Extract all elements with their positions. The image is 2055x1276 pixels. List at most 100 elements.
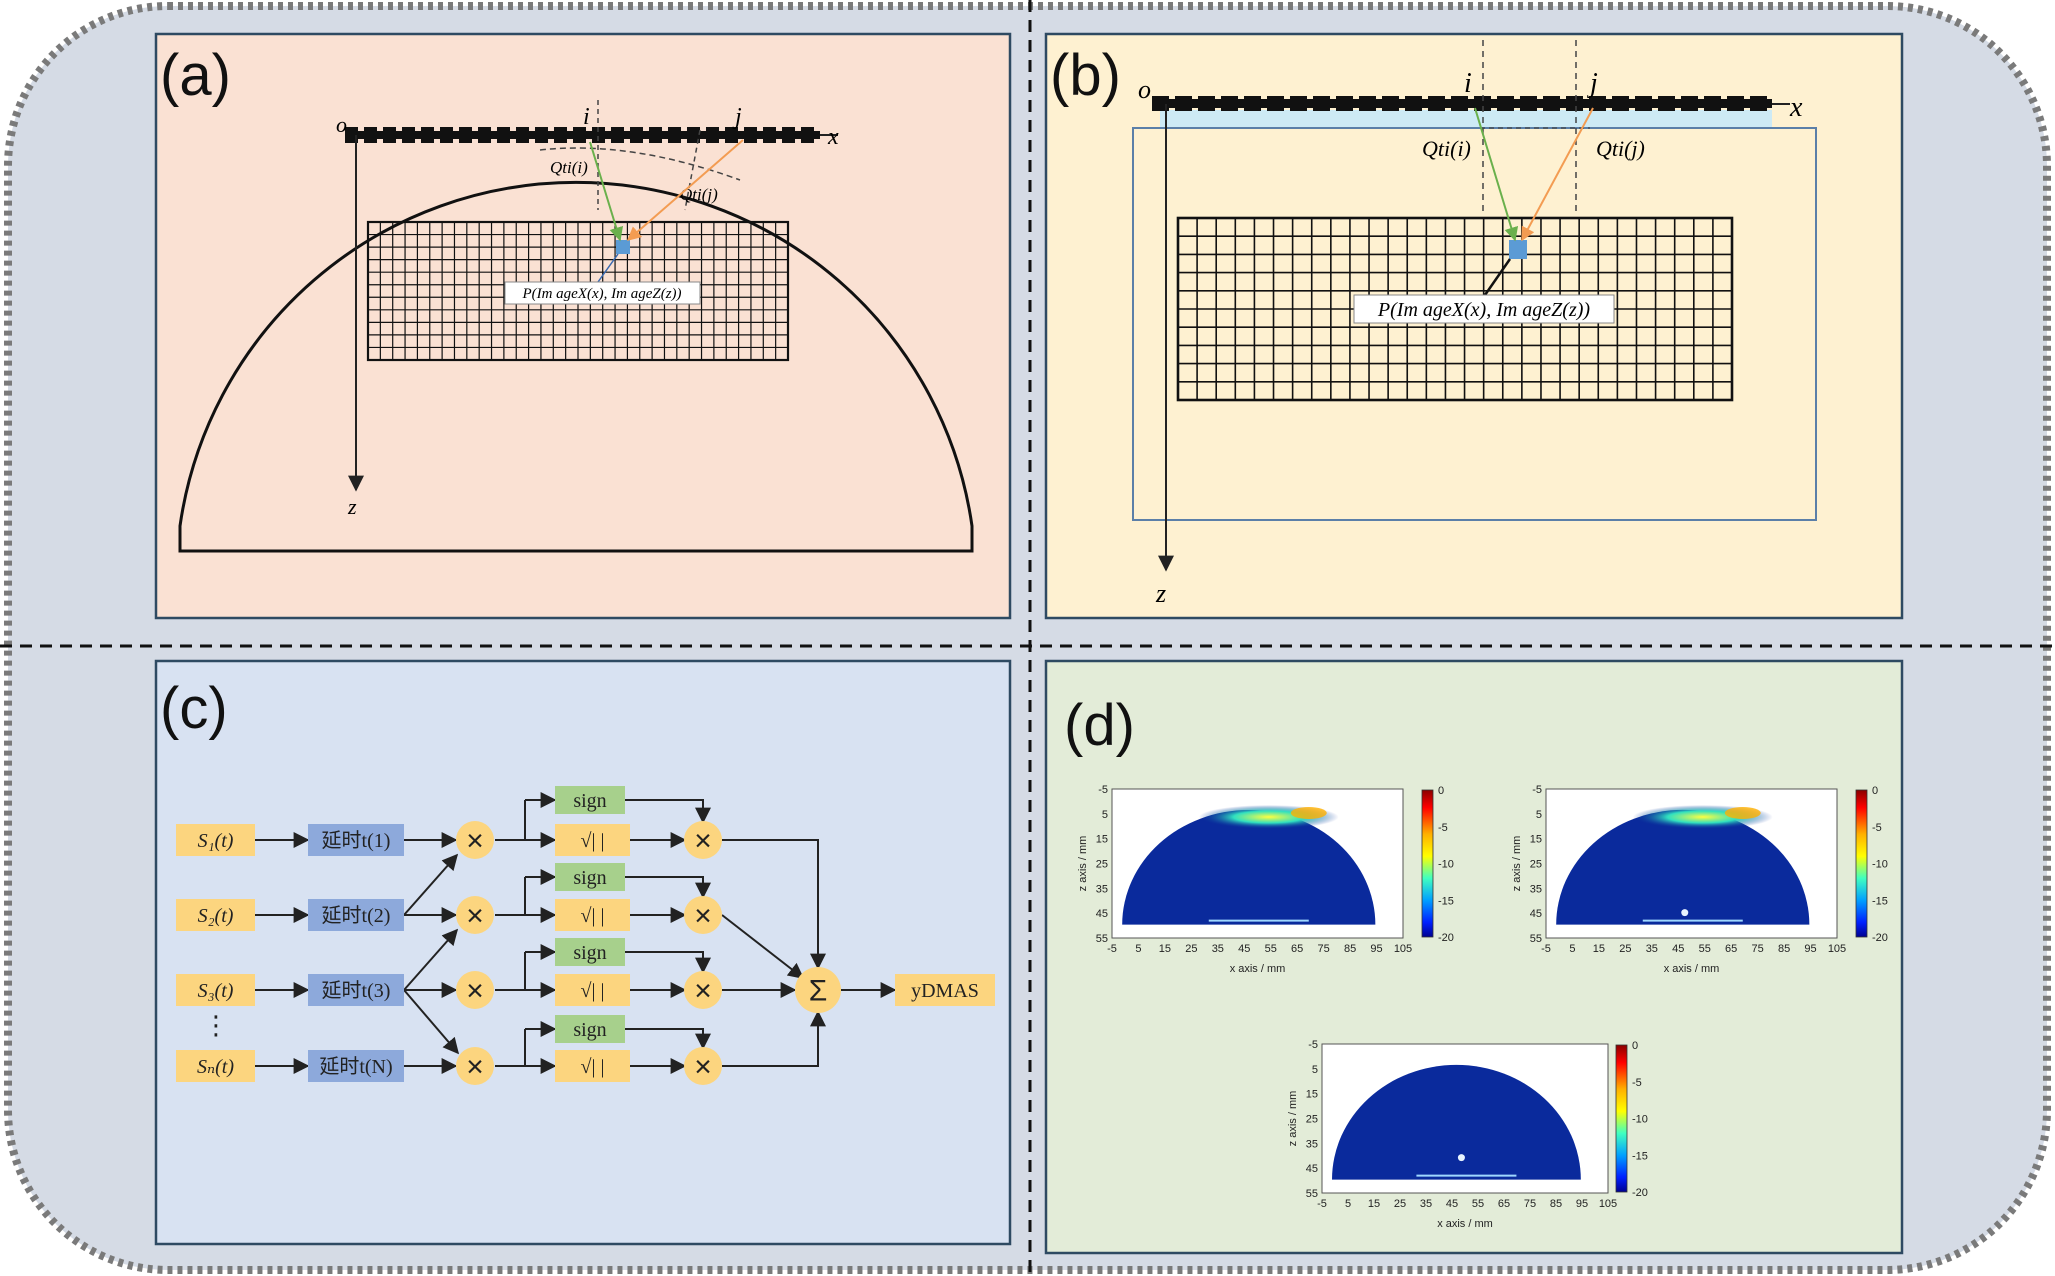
colorbar-tick-label: -15 xyxy=(1872,895,1888,907)
colorbar-tick-label: -5 xyxy=(1872,822,1882,834)
z-tick-label: 55 xyxy=(1306,1188,1318,1200)
multiply2-node-4-symbol: × xyxy=(694,1051,712,1084)
panel-c-label: (c) xyxy=(160,676,228,741)
transducer-element xyxy=(611,127,624,143)
multiply2-node-2-symbol: × xyxy=(694,900,712,933)
x-tick-label: 75 xyxy=(1752,943,1764,955)
colorbar xyxy=(1615,1044,1628,1193)
colorbar xyxy=(1421,789,1434,938)
multiply2-node-3-symbol: × xyxy=(694,975,712,1008)
x-tick-label: 55 xyxy=(1699,943,1711,955)
transducer-element xyxy=(383,127,396,143)
panel-a-qti-i: Qti(i) xyxy=(550,158,588,177)
multiply-node-1 xyxy=(456,821,494,859)
input-ellipsis: ⋮ xyxy=(203,1010,229,1040)
transducer-element xyxy=(1612,96,1629,111)
panel-a-pointer xyxy=(597,253,619,283)
x-tick-label: 35 xyxy=(1420,1198,1432,1210)
transducer-element xyxy=(782,127,795,143)
colorbar-tick-label: -10 xyxy=(1872,859,1888,871)
panel-b-coupling-layer xyxy=(1160,110,1772,128)
x-tick-label: 35 xyxy=(1646,943,1658,955)
plot-ylabel: z axis / mm xyxy=(1287,1091,1299,1147)
transducer-element xyxy=(516,127,529,143)
panel-a-origin-label: o xyxy=(336,112,347,137)
transducer-element xyxy=(1152,96,1169,111)
x-tick-label: 45 xyxy=(1672,943,1684,955)
panel-a-x-label: x xyxy=(827,124,839,150)
sqrt-block-1 xyxy=(555,824,630,856)
sqrt-block-3-label: √| | xyxy=(581,980,605,1002)
x-tick-label: 55 xyxy=(1472,1198,1484,1210)
transducer-element xyxy=(1198,96,1215,111)
transducer-element xyxy=(1635,96,1652,111)
x-tick-label: 35 xyxy=(1212,943,1224,955)
delay-block-4-label: 延时t(N) xyxy=(319,1055,392,1078)
x-tick-label: -5 xyxy=(1317,1198,1327,1210)
x-tick-label: 25 xyxy=(1619,943,1631,955)
multiply-node-2-symbol: × xyxy=(466,900,484,933)
panel-b-point-box xyxy=(1353,294,1615,324)
x-tick-label: 65 xyxy=(1498,1198,1510,1210)
colorbar-tick-label: -20 xyxy=(1438,932,1454,944)
x-tick-label: 5 xyxy=(1345,1198,1351,1210)
z-tick-label: 55 xyxy=(1530,933,1542,945)
x-tick-label: 15 xyxy=(1368,1198,1380,1210)
transducer-element xyxy=(1474,96,1491,111)
panel-b-target-pixel xyxy=(1509,240,1527,259)
x-tick-label: 85 xyxy=(1550,1198,1562,1210)
z-tick-label: 25 xyxy=(1530,859,1542,871)
x-tick-label: 95 xyxy=(1370,943,1382,955)
input-signal-4-label: Sₙ(t) xyxy=(197,1056,234,1078)
transducer-element xyxy=(1313,96,1330,111)
transducer-element xyxy=(1336,96,1353,111)
sum-node xyxy=(795,967,841,1013)
transducer-element xyxy=(1520,96,1537,111)
x-tick-label: 105 xyxy=(1828,943,1846,955)
flow-connector xyxy=(721,914,805,979)
panel-b-label: (b) xyxy=(1050,43,1121,108)
input-signal-1 xyxy=(176,824,255,856)
sum-node-symbol: Σ xyxy=(809,975,828,1008)
multiply-node-3 xyxy=(456,971,494,1009)
x-tick-label: 15 xyxy=(1159,943,1171,955)
transducer-element xyxy=(1175,96,1192,111)
transducer-element xyxy=(1681,96,1698,111)
colorbar-tick-label: -20 xyxy=(1632,1187,1648,1199)
sign-block-4 xyxy=(555,1015,625,1043)
panel-a-arrow-j xyxy=(626,139,744,241)
colorbar-tick-label: -15 xyxy=(1632,1150,1648,1162)
transducer-element xyxy=(459,127,472,143)
panel-c: (c) S₁(t)延时t(1)×sign√| |×S₂(t)延时t(2)×sig… xyxy=(154,659,1012,1246)
panel-a-target-pixel xyxy=(616,240,630,254)
transducer-element xyxy=(1497,96,1514,111)
colorbar-tick-label: -10 xyxy=(1438,859,1454,871)
flow-connector xyxy=(625,1028,711,1050)
multiply2-node-4 xyxy=(684,1047,722,1085)
transducer-element xyxy=(345,127,358,143)
z-tick-label: 25 xyxy=(1096,859,1108,871)
transducer-element xyxy=(573,127,586,143)
z-tick-label: 15 xyxy=(1096,834,1108,846)
panel-b-origin-label: o xyxy=(1138,75,1151,104)
plot-ylabel: z axis / mm xyxy=(1077,836,1089,892)
transducer-element xyxy=(554,127,567,143)
panel-a-arrow-i xyxy=(589,141,624,242)
transducer-element xyxy=(687,127,700,143)
multiply2-node-1 xyxy=(684,821,722,859)
panel-a-point-label: P(Im ageX(x), Im ageZ(z)) xyxy=(521,286,681,302)
z-tick-label: -5 xyxy=(1098,784,1108,796)
delay-block-3-label: 延时t(3) xyxy=(322,979,391,1002)
panel-b-point-label: P(Im ageX(x), Im ageZ(z)) xyxy=(1377,299,1590,321)
transducer-element xyxy=(1244,96,1261,111)
panel-a-z-label: z xyxy=(347,494,357,519)
colorbar-tick-label: 0 xyxy=(1632,1040,1638,1052)
flow-connector xyxy=(722,839,826,970)
transducer-element xyxy=(421,127,434,143)
multiply-node-4-symbol: × xyxy=(466,1051,484,1084)
sign-block-3-label: sign xyxy=(573,942,606,964)
transducer-element xyxy=(1359,96,1376,111)
flow-connector xyxy=(403,989,460,1055)
